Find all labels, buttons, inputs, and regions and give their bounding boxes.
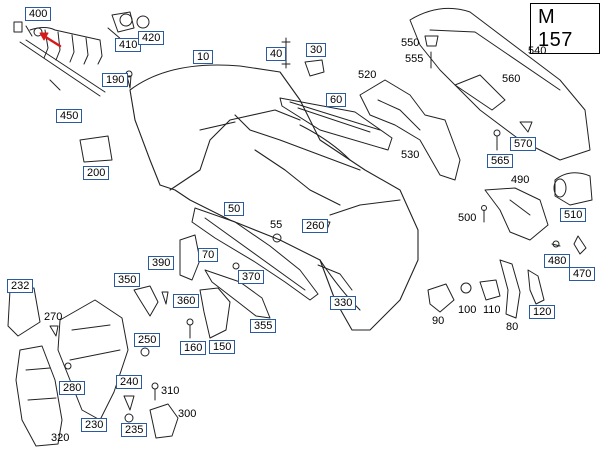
callout-80: 80 bbox=[506, 321, 519, 333]
callout-480: 480 bbox=[544, 254, 571, 268]
strip-80-part bbox=[499, 259, 521, 319]
strip-330-part bbox=[317, 264, 353, 291]
screw-310-part bbox=[151, 382, 159, 401]
bumper-cover-part bbox=[129, 64, 419, 331]
callout-40: 40 bbox=[266, 47, 287, 61]
callout-240: 240 bbox=[116, 375, 143, 389]
insert-520-part bbox=[359, 79, 461, 181]
callout-330: 330 bbox=[330, 296, 357, 310]
callout-560: 560 bbox=[502, 73, 521, 85]
pad-232-part bbox=[7, 287, 41, 337]
callout-565: 565 bbox=[487, 154, 514, 168]
callout-410: 410 bbox=[115, 38, 142, 52]
callout-55: 55 bbox=[270, 219, 283, 231]
callout-280: 280 bbox=[59, 381, 86, 395]
clip-55-part bbox=[272, 233, 282, 243]
callout-320: 320 bbox=[51, 432, 70, 444]
callout-90: 90 bbox=[432, 315, 445, 327]
clip-360-part bbox=[161, 291, 169, 305]
highlight-arrow bbox=[39, 32, 62, 48]
wiring-harness-part bbox=[13, 21, 103, 65]
callout-232: 232 bbox=[7, 279, 34, 293]
lamp-90-part bbox=[427, 283, 455, 313]
callout-350: 350 bbox=[114, 273, 141, 287]
callout-550: 550 bbox=[401, 37, 420, 49]
tow-hook-cover-part bbox=[79, 135, 113, 163]
callout-120: 120 bbox=[529, 305, 556, 319]
screw-160-part bbox=[186, 318, 194, 339]
cover-300-part bbox=[149, 403, 179, 439]
harness-strip-part bbox=[19, 39, 106, 97]
bracket-150-part bbox=[199, 287, 231, 339]
bracket-350-part bbox=[133, 285, 159, 317]
callout-355: 355 bbox=[250, 319, 277, 333]
wheel-arch-liner-part bbox=[15, 299, 129, 447]
grille-strip-60-part bbox=[279, 97, 393, 151]
callout-150: 150 bbox=[209, 340, 236, 354]
cap-100-part bbox=[460, 282, 472, 294]
callout-270: 270 bbox=[44, 311, 63, 323]
guide-370-part bbox=[204, 262, 271, 319]
callout-510: 510 bbox=[560, 208, 587, 222]
callout-260: 260 bbox=[302, 219, 329, 233]
callout-235: 235 bbox=[121, 423, 148, 437]
panel-560-part bbox=[454, 74, 506, 111]
callout-490: 490 bbox=[511, 174, 530, 186]
housing-110-part bbox=[479, 279, 501, 301]
callout-60: 60 bbox=[326, 93, 347, 107]
clip-570-part bbox=[519, 121, 533, 133]
exhaust-tip-510-part bbox=[553, 172, 593, 206]
sensor-470-part bbox=[551, 235, 587, 255]
bracket-30-part bbox=[304, 59, 325, 77]
callout-360: 360 bbox=[173, 294, 200, 308]
callout-200: 200 bbox=[83, 166, 110, 180]
reflector-120-part bbox=[527, 269, 545, 305]
callout-420: 420 bbox=[138, 31, 165, 45]
callout-30: 30 bbox=[306, 43, 327, 57]
nut-250-part bbox=[140, 347, 150, 357]
clip-270-part bbox=[49, 325, 59, 337]
callout-520: 520 bbox=[358, 69, 377, 81]
mounting-rail-50-part bbox=[191, 207, 319, 301]
callout-10: 10 bbox=[193, 50, 214, 64]
callout-190: 190 bbox=[102, 73, 129, 87]
callout-70: 70 bbox=[198, 248, 219, 262]
clip-240-part bbox=[123, 395, 135, 423]
callout-500: 500 bbox=[458, 212, 477, 224]
callout-400: 400 bbox=[25, 7, 52, 21]
callout-370: 370 bbox=[238, 270, 265, 284]
callout-250: 250 bbox=[134, 333, 161, 347]
callout-300: 300 bbox=[178, 408, 197, 420]
callout-390: 390 bbox=[148, 256, 175, 270]
callout-530: 530 bbox=[401, 149, 420, 161]
bolt-565-part bbox=[493, 129, 501, 151]
bracket-490-part bbox=[484, 187, 549, 241]
callout-310: 310 bbox=[161, 385, 180, 397]
callout-540: 540 bbox=[528, 45, 547, 57]
callout-230: 230 bbox=[81, 418, 108, 432]
callout-110: 110 bbox=[483, 304, 501, 316]
callout-470: 470 bbox=[569, 267, 596, 281]
diagram-code-badge: M 157 bbox=[530, 3, 600, 54]
callout-100: 100 bbox=[458, 304, 477, 316]
clip-550-part bbox=[424, 35, 439, 69]
callout-450: 450 bbox=[56, 109, 83, 123]
callout-555: 555 bbox=[405, 53, 424, 65]
bracket-70-part bbox=[179, 234, 201, 281]
screw-500-part bbox=[481, 205, 487, 223]
callout-570: 570 bbox=[510, 137, 537, 151]
callout-160: 160 bbox=[180, 341, 207, 355]
callout-50: 50 bbox=[224, 202, 245, 216]
diffuser-540-part bbox=[409, 7, 591, 161]
